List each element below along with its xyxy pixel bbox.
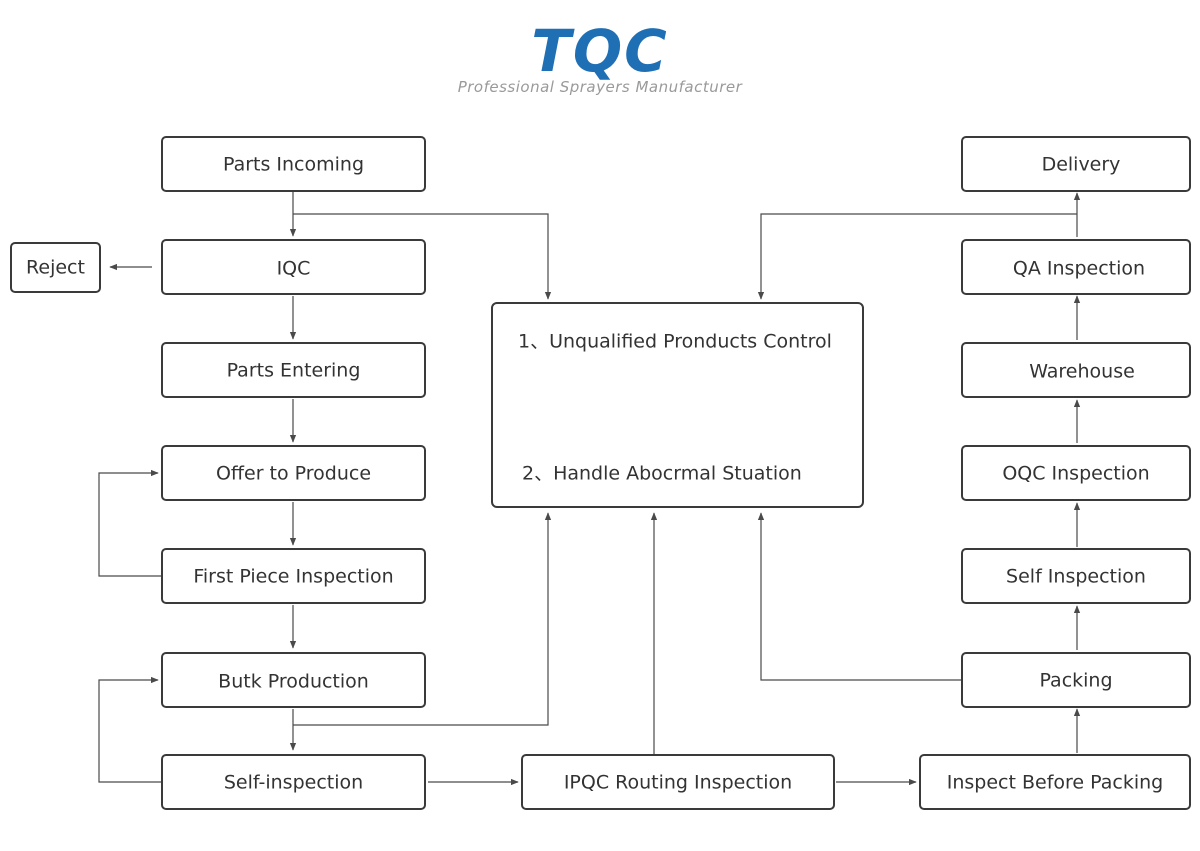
node-parts-entering-label: Parts Entering [227,360,361,382]
node-delivery-label: Delivery [1042,154,1121,176]
center-line-2: 2、Handle Abocrmal Stuation [522,463,802,485]
node-self-inspection-left: Self-inspection [161,754,426,810]
arrow-incoming-to-control [293,213,552,300]
node-offer-to-produce: Offer to Produce [161,445,426,501]
node-parts-incoming: Parts Incoming [161,136,426,192]
node-quality-control-center: 1、Unqualified Pronducts Control 2、Handle… [491,302,864,508]
node-reject: Reject [10,242,101,293]
node-warehouse-label: Warehouse [1029,361,1135,383]
node-oqc-inspection-label: OQC Inspection [1002,463,1149,485]
node-inspect-before-packing: Inspect Before Packing [919,754,1191,810]
loop-self-inspection-to-bulk [98,676,162,783]
brand-logo: TQC [531,17,669,85]
node-oqc-inspection: OQC Inspection [961,445,1191,501]
arrow-packing-to-control [757,512,962,681]
connectors [98,192,1081,786]
loop-first-piece-to-offer [98,469,162,577]
node-inspect-before-packing-label: Inspect Before Packing [947,772,1163,794]
node-butk-production-label: Butk Production [218,671,369,693]
node-ipqc-routing-inspection-label: IPQC Routing Inspection [564,772,792,794]
node-first-piece-inspection: First Piece Inspection [161,548,426,604]
node-offer-to-produce-label: Offer to Produce [216,463,371,485]
center-line-1: 1、Unqualified Pronducts Control [518,331,832,353]
node-iqc-label: IQC [277,258,311,280]
node-butk-production: Butk Production [161,652,426,708]
node-reject-label: Reject [26,257,85,279]
node-qa-inspection: QA Inspection [961,239,1191,295]
node-self-inspection-right: Self Inspection [961,548,1191,604]
node-packing: Packing [961,652,1191,708]
node-delivery: Delivery [961,136,1191,192]
node-parts-incoming-label: Parts Incoming [223,154,364,176]
node-warehouse: Warehouse [961,342,1191,398]
node-first-piece-inspection-label: First Piece Inspection [193,566,393,588]
brand-tagline: Professional Sprayers Manufacturer [457,78,743,96]
node-qa-inspection-label: QA Inspection [1013,258,1145,280]
arrow-bulk-to-control [293,512,552,726]
node-packing-label: Packing [1039,670,1112,692]
node-iqc: IQC [161,239,426,295]
node-ipqc-routing-inspection: IPQC Routing Inspection [521,754,835,810]
node-parts-entering: Parts Entering [161,342,426,398]
node-self-inspection-right-label: Self Inspection [1006,566,1146,588]
arrow-delivery-to-control [757,213,1077,300]
node-self-inspection-left-label: Self-inspection [224,772,363,794]
